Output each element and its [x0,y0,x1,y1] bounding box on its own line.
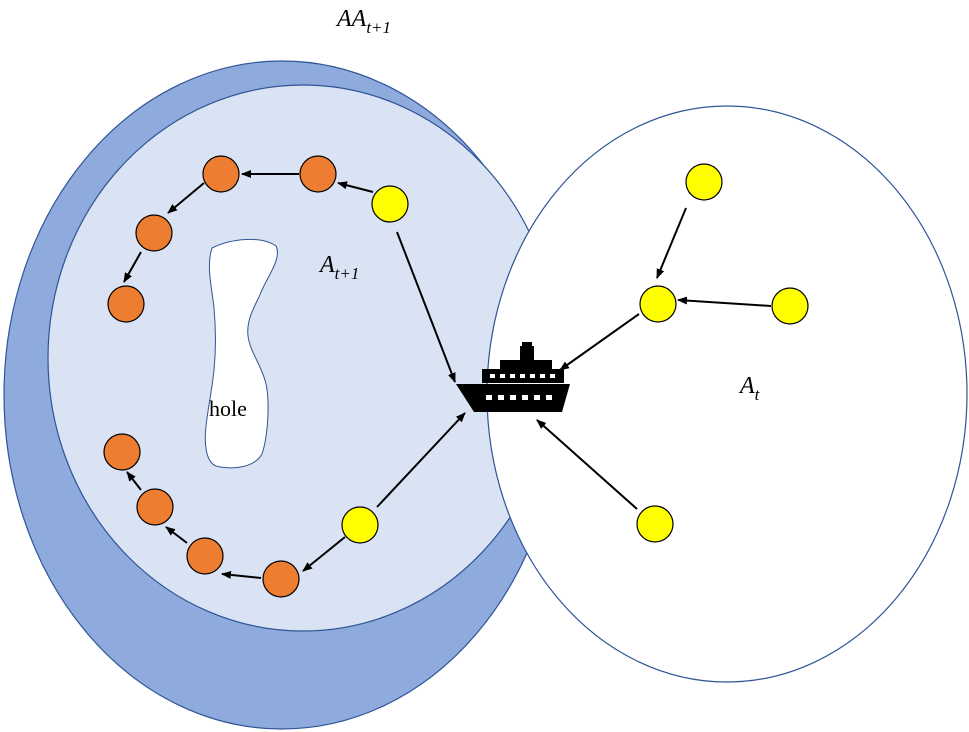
label-a-t: At [738,373,761,404]
yellow-node [636,505,674,543]
yellow-node [685,163,723,201]
label-a-t-plus-1: At+1 [318,252,359,283]
arrow-yellow-to-orange-1 [337,181,374,193]
arrow-orange-3-to-orange-4 [123,251,142,283]
orange-node [135,214,173,252]
orange-nodes [103,155,337,598]
hole-shape [204,238,278,469]
orange-node [299,155,337,193]
label-hole: hole [209,396,247,421]
yellow-node [771,287,809,325]
orange-node [107,285,145,323]
orange-node [136,488,174,526]
arrow-right-mid-to-ship [559,313,640,371]
arrow-right-top-to-mid [656,207,687,279]
yellow-nodes [341,163,809,544]
arrow-orange-2-to-orange-3 [167,182,205,214]
arrow-bottom-yellow-to-ship [376,412,466,508]
ship-icon [456,342,570,412]
arrow-orange-5-to-orange-6 [221,570,262,579]
orange-node [202,155,240,193]
arrow-yellow-to-orange-5 [302,536,346,572]
label-aa-t-plus-1: AAt+1 [335,6,391,37]
orange-node [103,433,141,471]
yellow-node [371,185,409,223]
arrow-orange-6-to-orange-7 [165,526,188,544]
arrow-right-bottom-to-ship [536,419,638,510]
yellow-node [639,285,677,323]
arrow-top-yellow-to-ship [396,231,456,383]
arrows [123,170,772,579]
yellow-node [341,506,379,544]
orange-node [262,560,300,598]
arrow-orange-7-to-orange-8 [126,471,142,491]
orange-node [186,537,224,575]
arrow-right-side-to-mid [677,296,772,307]
